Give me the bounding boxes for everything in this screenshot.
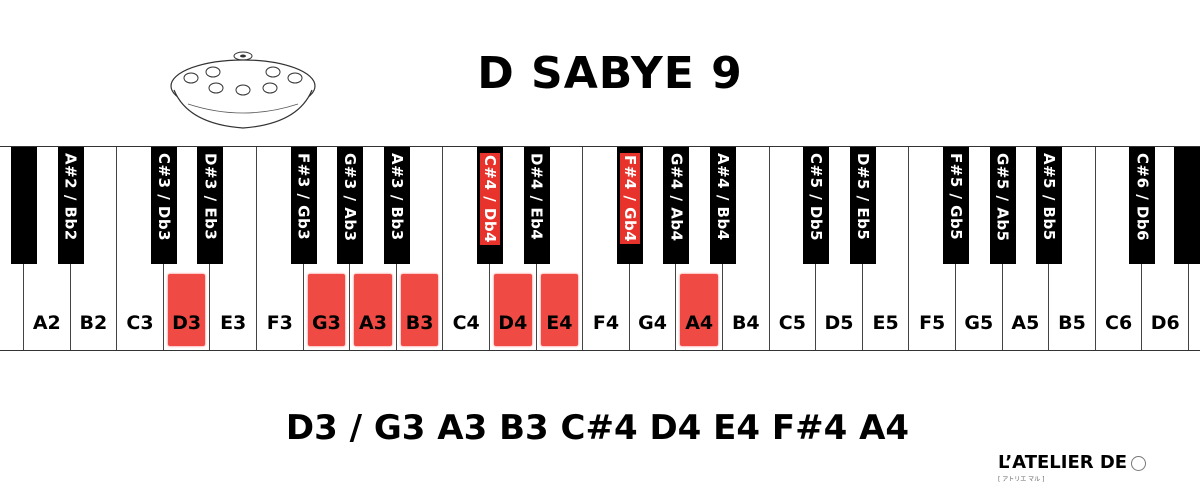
black-key-c-sharp4[interactable]: C#4 / Db4 bbox=[477, 147, 503, 264]
highlight-mark bbox=[354, 274, 392, 346]
black-key-g-sharp3[interactable]: G#3 / Ab3 bbox=[337, 147, 364, 264]
white-key-label: F5 bbox=[919, 312, 946, 334]
white-key-a4[interactable]: A4 bbox=[676, 147, 723, 350]
piano-keyboard: A2 B2 C3 D3 E3 F3 G3 A3 B3 C4 D4 E4 F4 G4 A4 B4 C5 D5 E5 F5… bbox=[0, 146, 1200, 351]
black-key-label: F#4 / Gb4 bbox=[619, 153, 640, 245]
black-key-label: F#3 / Gb3 bbox=[294, 153, 313, 241]
black-key-edge[interactable] bbox=[11, 147, 37, 264]
white-key-label: B2 bbox=[79, 312, 108, 334]
brand-logo-text: L’ATELIER DE bbox=[998, 452, 1128, 473]
brand-logo-subtitle: [ アトリエ マル ] bbox=[998, 476, 1045, 483]
white-key-label: C3 bbox=[126, 312, 154, 334]
white-key-label: D4 bbox=[498, 312, 528, 334]
black-key-label: C#5 / Db5 bbox=[807, 153, 826, 242]
black-key-label: A#3 / Bb3 bbox=[387, 153, 406, 241]
black-key-c-sharp6[interactable]: C#6 / Db6 bbox=[1129, 147, 1156, 264]
white-key-label: A4 bbox=[685, 312, 714, 334]
page-title: D SABYE 9 bbox=[477, 48, 743, 99]
white-key-label: A2 bbox=[32, 312, 61, 334]
white-key-label: C4 bbox=[452, 312, 480, 334]
black-key-label: C#3 / Db3 bbox=[154, 153, 173, 242]
highlight-mark bbox=[494, 274, 532, 346]
white-key-label: F3 bbox=[266, 312, 293, 334]
black-key-c-sharp5[interactable]: C#5 / Db5 bbox=[803, 147, 830, 264]
highlight-mark bbox=[680, 274, 718, 346]
highlight-mark bbox=[307, 274, 346, 346]
white-key-label: E5 bbox=[872, 312, 899, 334]
black-key-label: G#3 / Ab3 bbox=[341, 153, 360, 242]
black-key-d-sharp3[interactable]: D#3 / Eb3 bbox=[197, 147, 224, 264]
black-key-c-sharp3[interactable]: C#3 / Db3 bbox=[150, 147, 177, 264]
black-key-label: F#5 / Gb5 bbox=[947, 153, 965, 241]
black-key-label: G#4 / Ab4 bbox=[667, 153, 686, 242]
black-key-g-sharp4[interactable]: G#4 / Ab4 bbox=[663, 147, 690, 264]
white-key-label: B3 bbox=[405, 312, 434, 334]
black-key-label: A#5 / Bb5 bbox=[1040, 153, 1059, 241]
black-key-g-sharp5[interactable]: G#5 / Ab5 bbox=[989, 147, 1016, 264]
black-key-label: D#4 / Eb4 bbox=[527, 153, 546, 241]
white-key-label: D6 bbox=[1150, 312, 1180, 334]
white-key-label: G4 bbox=[638, 312, 667, 334]
black-key-d-sharp5[interactable]: D#5 / Eb5 bbox=[849, 147, 876, 264]
black-key-a-sharp4[interactable]: A#4 / Bb4 bbox=[710, 147, 736, 264]
white-key-label: A5 bbox=[1011, 312, 1040, 334]
black-key-edge[interactable] bbox=[1174, 147, 1200, 264]
black-key-d-sharp4[interactable]: D#4 / Eb4 bbox=[523, 147, 550, 264]
black-key-f-sharp4[interactable]: F#4 / Gb4 bbox=[616, 147, 643, 264]
black-key-label: C#4 / Db4 bbox=[480, 153, 500, 246]
white-key-label: B5 bbox=[1058, 312, 1086, 334]
white-key-label: B4 bbox=[731, 312, 760, 334]
black-key-a-sharp2[interactable]: A#2 / Bb2 bbox=[57, 147, 84, 264]
white-key-label: F4 bbox=[592, 312, 620, 334]
white-key-label: G3 bbox=[311, 312, 341, 334]
highlight-mark bbox=[400, 274, 439, 346]
black-key-label: D#5 / Eb5 bbox=[853, 153, 872, 241]
white-key-label: C5 bbox=[778, 312, 806, 334]
white-key-label: E3 bbox=[220, 312, 247, 334]
scale-notes: D3 / G3 A3 B3 C#4 D4 E4 F#4 A4 bbox=[285, 408, 910, 448]
white-key-label: D5 bbox=[824, 312, 854, 334]
black-key-label: A#2 / Bb2 bbox=[61, 153, 80, 241]
white-key-label: C6 bbox=[1105, 312, 1133, 334]
circle-icon bbox=[1131, 455, 1147, 471]
handpan-icon bbox=[170, 51, 316, 129]
black-key-f-sharp5[interactable]: F#5 / Gb5 bbox=[943, 147, 969, 264]
black-key-label: A#4 / Bb4 bbox=[714, 153, 732, 241]
black-key-a-sharp3[interactable]: A#3 / Bb3 bbox=[383, 147, 410, 264]
white-key-label: E4 bbox=[546, 312, 573, 334]
white-key-label: G5 bbox=[964, 312, 994, 334]
highlight-mark bbox=[167, 274, 206, 346]
black-key-label: G#5 / Ab5 bbox=[993, 153, 1012, 242]
black-key-f-sharp3[interactable]: F#3 / Gb3 bbox=[290, 147, 317, 264]
black-key-label: C#6 / Db6 bbox=[1133, 153, 1152, 242]
black-key-label: D#3 / Eb3 bbox=[201, 153, 220, 241]
black-key-a-sharp5[interactable]: A#5 / Bb5 bbox=[1036, 147, 1063, 264]
white-key-label: A3 bbox=[359, 312, 387, 334]
highlight-mark bbox=[540, 274, 579, 346]
brand-logo: L’ATELIER DE [ アトリエ マル ] bbox=[998, 452, 1178, 483]
white-key-label: D3 bbox=[172, 312, 202, 334]
